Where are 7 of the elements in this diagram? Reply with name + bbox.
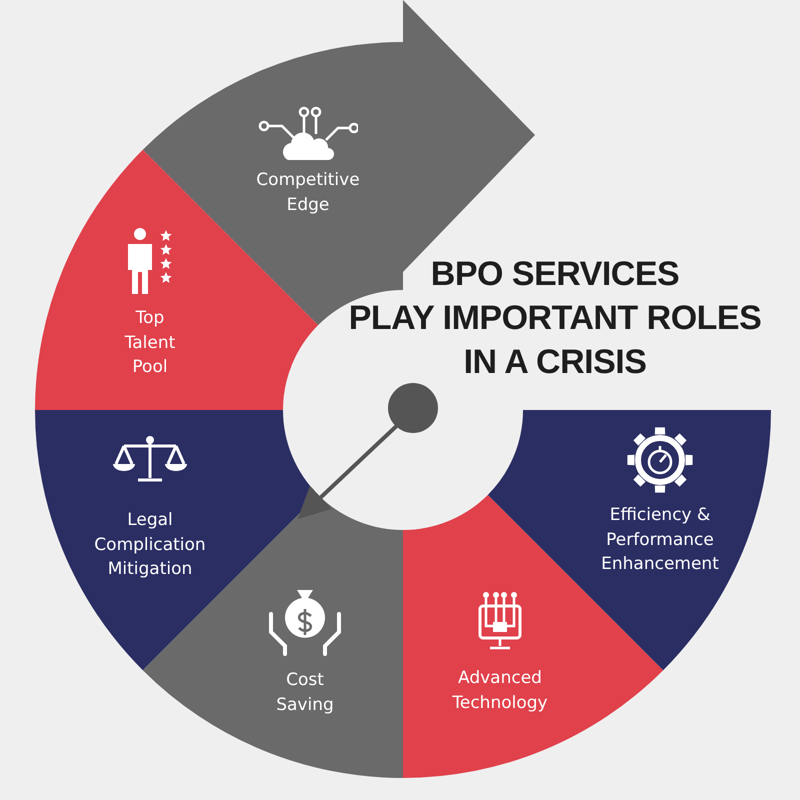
segment-label: Advanced Technology — [451, 667, 549, 715]
segment-label: Efficiency & Performance Enhancement — [600, 504, 720, 576]
segment-label: Cost Saving — [275, 669, 335, 717]
title: BPO SERVICES PLAY IMPORTANT ROLES IN A CRISIS — [348, 254, 762, 384]
segment-label: Top Talent Pool — [124, 307, 176, 380]
segment-label: Competitive Edge — [255, 169, 361, 217]
segment-label: Legal Complication Mitigation — [93, 509, 207, 582]
